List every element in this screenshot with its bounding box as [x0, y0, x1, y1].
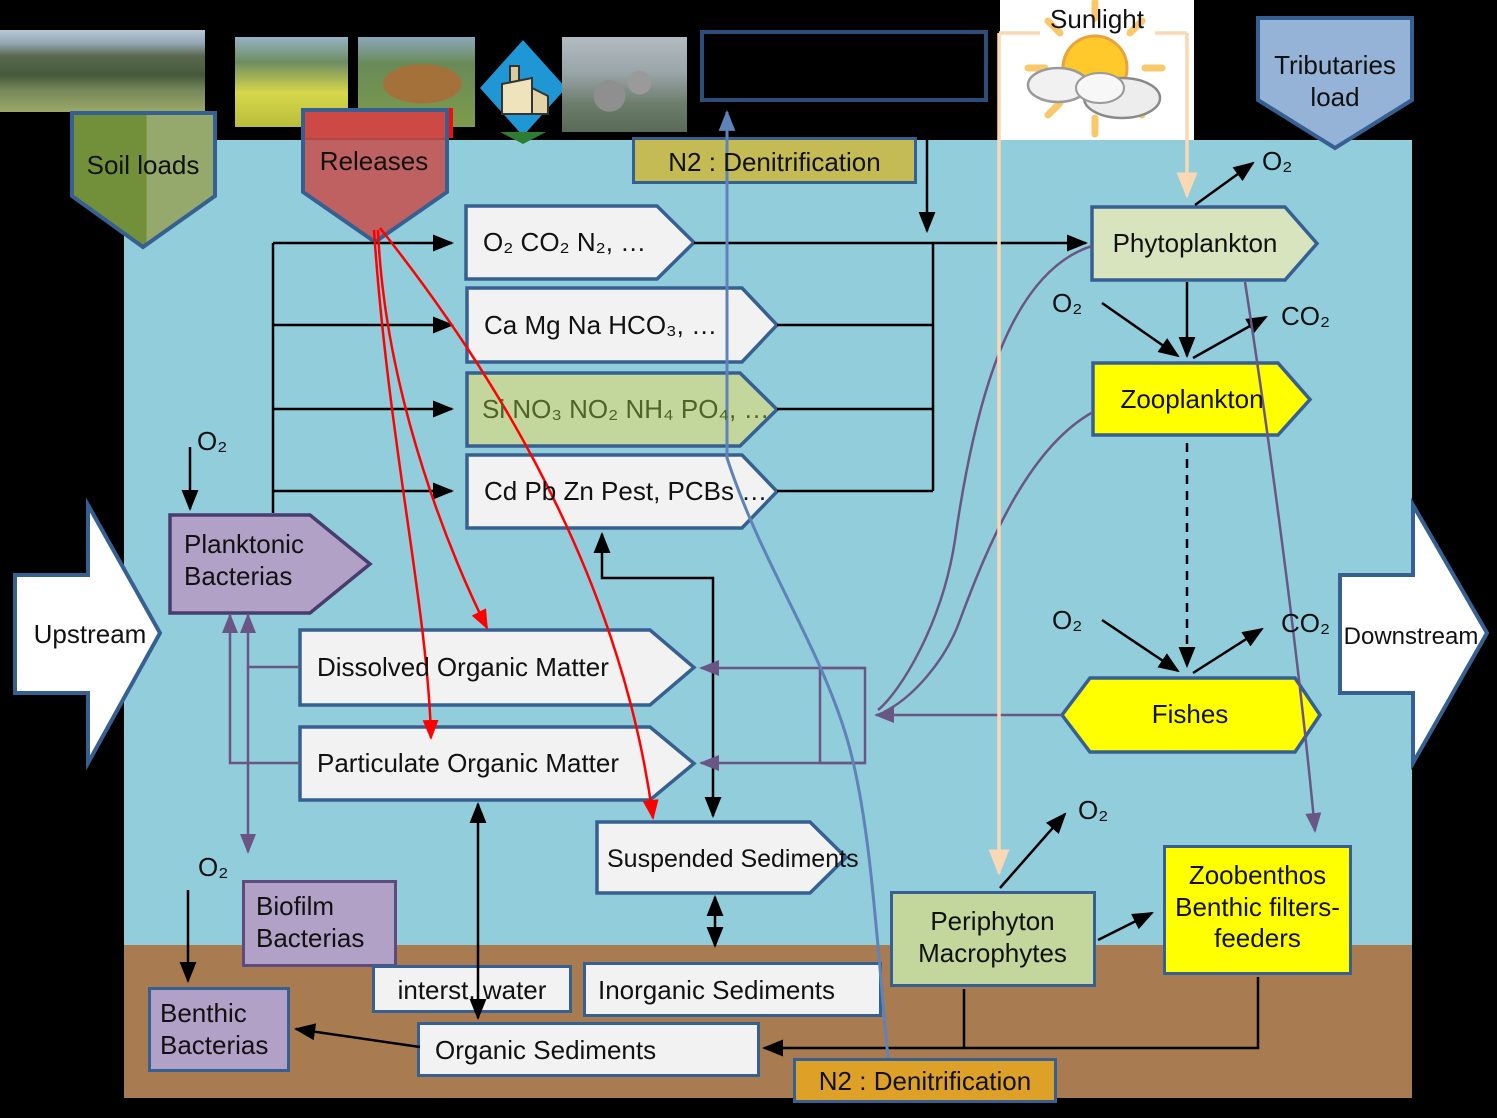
phytoplankton-to-junction-curve: [877, 244, 1093, 711]
suspended-sediments-chevron: [595, 820, 849, 895]
soil-loads-label: Soil loads: [86, 150, 200, 180]
periphyton-macrophytes-label: Periphyton Macrophytes: [918, 906, 1067, 968]
releases-to-pom-red-arrow: [372, 229, 439, 740]
zoobenthos-label: Zoobenthos Benthic filters-feeders: [1175, 860, 1340, 954]
treatment-plant-photo: [562, 37, 687, 132]
phytoplankton-o2-out-arrow: [1194, 161, 1255, 207]
sun-clouds-icon: [1024, 0, 1166, 138]
tributaries-load-banner: [1256, 16, 1414, 151]
major-ions-chevron-label: Ca Mg Na HCO₃, …: [484, 310, 718, 340]
sunlight-label: Sunlight: [1050, 4, 1144, 34]
phytoplankton-to-zoobenthos-curve: [1243, 281, 1322, 833]
fishes-label: Fishes: [1151, 699, 1229, 729]
upstream-label: Upstream: [33, 619, 147, 649]
micropollutants-chevron: [465, 453, 780, 530]
benthic-bacterias-label: Benthic Bacterias: [160, 998, 269, 1060]
black-flow-arrows: [179, 104, 1268, 1057]
organic-sediments-box: [417, 1022, 760, 1077]
downstream-label: Downstream: [1343, 623, 1479, 650]
particulate-organic-matter-label: Particulate Organic Matter: [317, 748, 620, 778]
red-release-flows: [372, 227, 659, 820]
denitrification-to-atmosphere-curve: [718, 109, 890, 1059]
pom-to-planktonic-arrow: [222, 613, 300, 765]
n2-denitrification-bottom-label: N2 : Denitrification: [818, 1066, 1032, 1096]
n2-denitrification-top-box: [632, 137, 917, 184]
nutrients-chevron-label: Si NO₃ NO₂ NH₄ PO₄, …: [482, 394, 770, 424]
o2-label-periphyton: O₂: [1078, 795, 1109, 825]
planktonic-bacterias-chevron: [168, 513, 373, 615]
dom-to-planktonic-arrow: [240, 613, 300, 669]
benthic-bacterias-box: [148, 987, 290, 1072]
releases-to-suspended-red-arrow: [379, 227, 659, 820]
chevron-collector-lines: [777, 243, 935, 493]
upstream-arrow: [13, 497, 163, 771]
landscape-photo: [0, 30, 205, 112]
periphyton-to-zoobenthos-arrow: [1097, 911, 1154, 942]
releases-label: Releases: [319, 146, 429, 176]
o2-label-planktonic: O₂: [197, 426, 228, 456]
inorganic-sediments-label: Inorganic Sediments: [598, 975, 836, 1005]
phytoplankton-label: Phytoplankton: [1112, 228, 1278, 258]
n2-denitrification-top-label: N2 : Denitrification: [668, 147, 881, 177]
zooplankton-label: Zooplankton: [1120, 384, 1264, 414]
biofilm-bacterias-box: [242, 880, 397, 967]
zoobenthos-box: [1163, 845, 1352, 975]
fishes-o2-in-arrow: [1101, 618, 1180, 673]
o2-label-phytoplankton-out: O₂: [1262, 146, 1293, 176]
o2-label-fishes-in: O₂: [1052, 605, 1083, 635]
zooplankton-to-junction-curve: [883, 410, 1094, 714]
periphyton-macrophytes-box: [890, 891, 1096, 987]
factory-icon: [480, 40, 566, 144]
organic-sediments-label: Organic Sediments: [435, 1035, 657, 1065]
biofilm-bacterias-label: Biofilm Bacterias: [256, 891, 365, 953]
downstream-arrow: [1338, 497, 1490, 771]
interstitial-water-label: interst. water: [397, 975, 547, 1005]
co2-label-fishes-out: CO₂: [1281, 608, 1331, 638]
soil-loads-banner: [70, 111, 217, 250]
zoobenthos-to-organic-sediments-arrow: [761, 977, 1260, 1057]
planktonic-bacterias-label: Planktonic Bacterias: [184, 529, 304, 591]
nutrients-chevron: [465, 371, 780, 448]
tributaries-load-label: Tributaries load: [1274, 50, 1396, 112]
n2-denitrification-bottom-box: [793, 1058, 1057, 1103]
zooplankton-chevron: [1091, 361, 1313, 437]
dissolved-organic-matter-label: Dissolved Organic Matter: [317, 652, 609, 682]
purple-organic-flows: [222, 244, 1322, 854]
atmosphere-box: [700, 30, 988, 102]
periphyton-o2-out-arrow: [999, 812, 1067, 889]
organic-sediments-to-benthic-arrow: [293, 1023, 421, 1049]
releases-banner: [301, 108, 449, 245]
co2-label-zooplankton-out: CO₂: [1281, 301, 1331, 331]
gases-chevron: [464, 204, 697, 281]
zooplankton-co2-out-arrow: [1192, 315, 1268, 360]
phytoplankton-chevron: [1090, 205, 1320, 282]
fishes-co2-out-arrow: [1192, 627, 1264, 675]
micropollutants-chevron-label: Cd Pb Zn Pest, PCBs …: [484, 476, 768, 506]
o2-label-benthic: O₂: [198, 852, 229, 882]
zooplankton-o2-in-arrow: [1101, 301, 1180, 358]
suspended-sediments-label: Suspended Sediments: [607, 845, 859, 873]
sunlight-box: [1000, 0, 1194, 140]
sunlight-flows: [988, 31, 1198, 876]
gases-chevron-label: O₂ CO₂ N₂, …: [483, 227, 647, 257]
releases-to-dom-red-arrow: [376, 229, 489, 630]
o2-label-zooplankton-in: O₂: [1052, 288, 1083, 318]
micropollutants-suspended-exchange-arrow: [593, 531, 722, 819]
